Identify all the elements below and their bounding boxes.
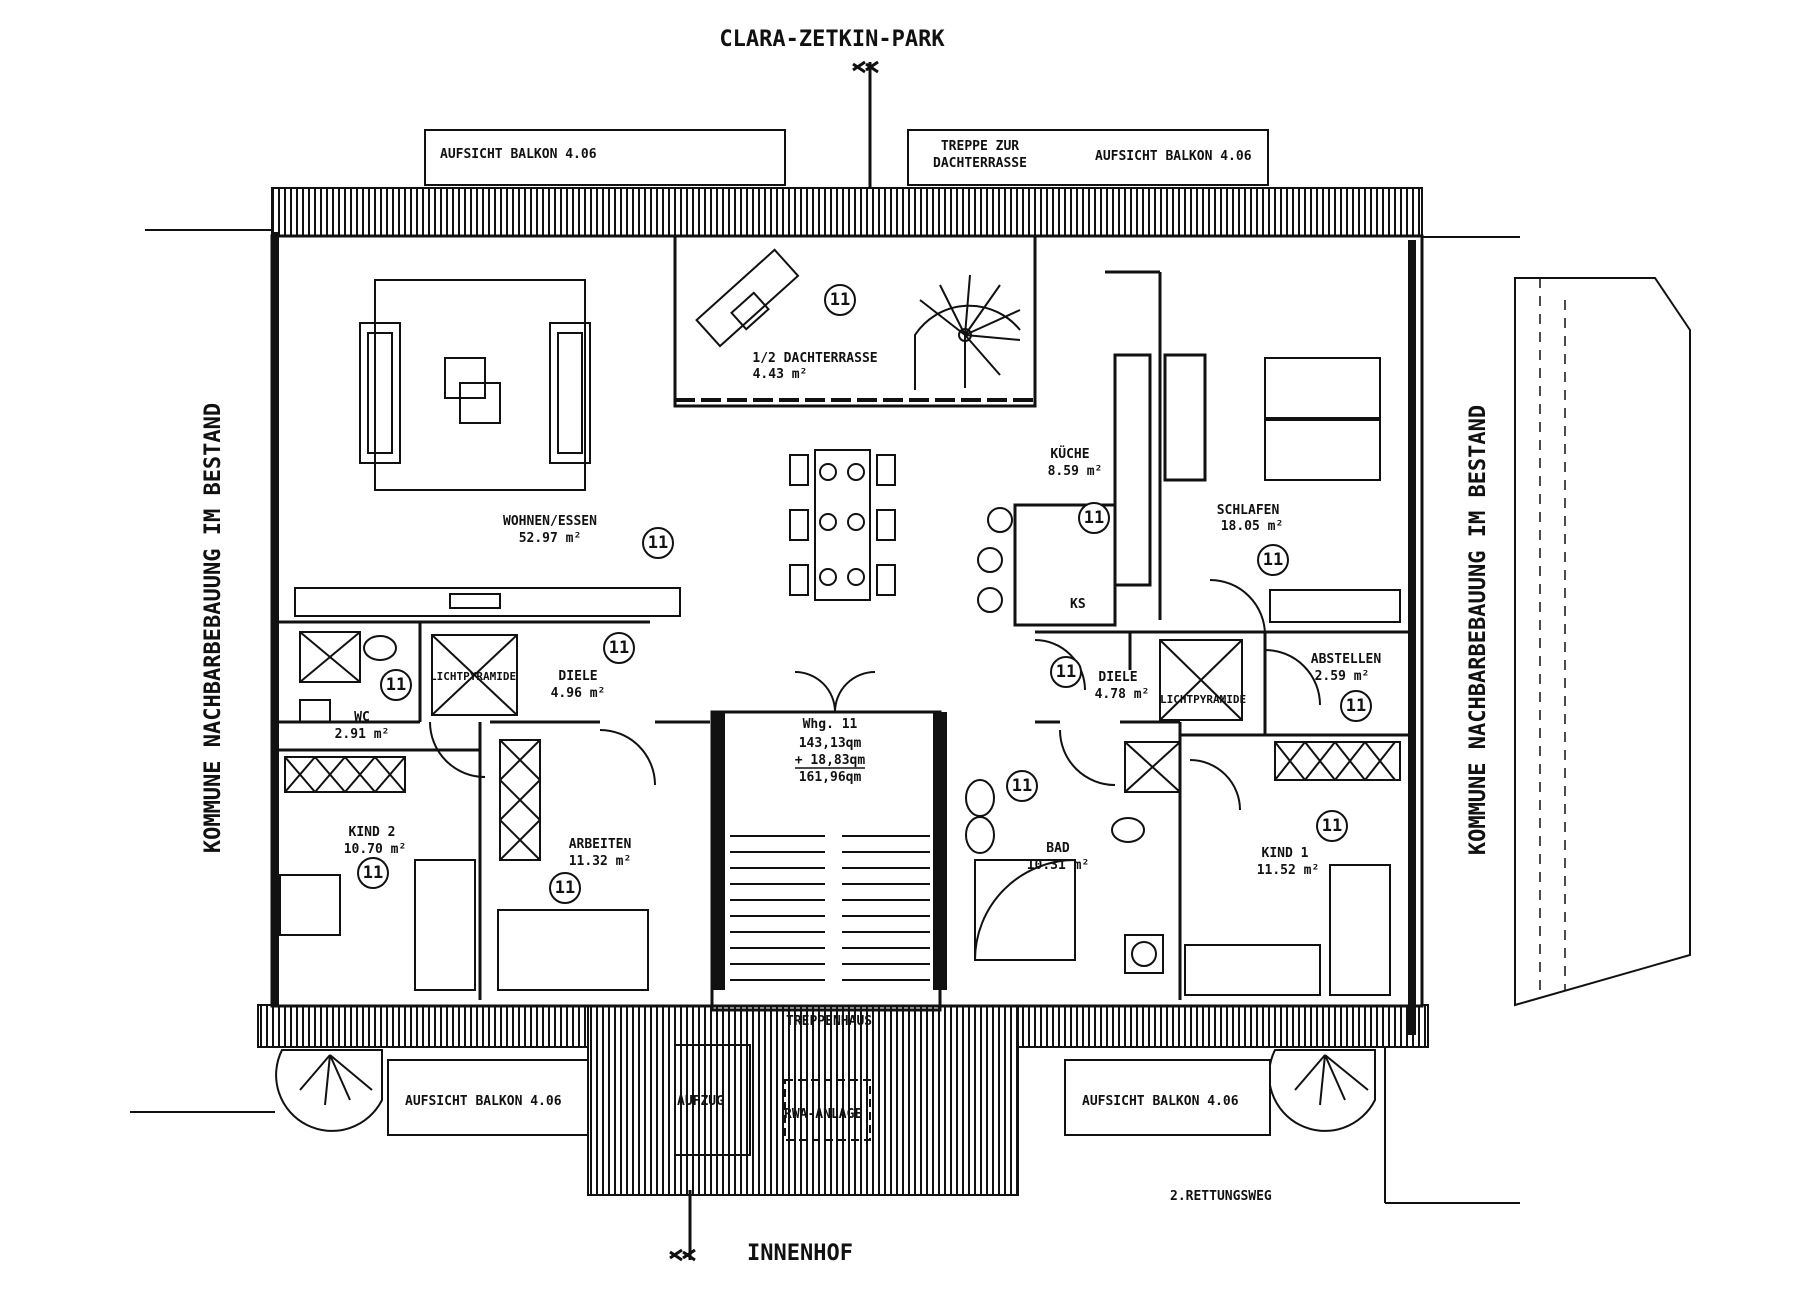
unit-area-1: 143,13qm: [799, 736, 862, 751]
unit-marker: 11: [363, 863, 383, 883]
room-name: 1/2 DACHTERRASSE: [752, 351, 877, 366]
spiral-stair-bottom-left: [275, 1049, 383, 1132]
elevator-label: AUFZUG: [677, 1094, 724, 1109]
north-label: CLARA-ZETKIN-PARK: [719, 27, 945, 52]
balcony-label: AUFSICHT BALKON 4.06: [1095, 149, 1252, 164]
neighbour-lines: [130, 229, 1520, 1204]
light-pyramid-label: LICHTPYRAMIDE: [1160, 693, 1246, 706]
balcony-top-left: AUFSICHT BALKON 4.06: [424, 129, 786, 186]
room-name: KIND 2: [349, 825, 396, 840]
balcony-label: AUFSICHT BALKON 4.06: [440, 147, 597, 162]
stair-roof-label-1: TREPPE ZUR: [941, 139, 1019, 154]
room-area: 11.52 m²: [1257, 863, 1320, 878]
room-labels: WOHNEN/ESSEN 52.97 m² 1/2 DACHTERRASSE 4…: [335, 351, 1382, 878]
interior-walls: [272, 270, 1410, 1012]
unit-name: Whg. 11: [803, 717, 858, 732]
spiral-stair-bottom-right: [1268, 1049, 1376, 1132]
unit-marker: 11: [1012, 776, 1032, 796]
room-name: BAD: [1046, 841, 1070, 856]
room-name: WC: [354, 710, 370, 725]
room-name: WOHNEN/ESSEN: [503, 514, 597, 529]
balcony-label: AUFSICHT BALKON 4.06: [405, 1094, 562, 1109]
smoke-vent-label: RWA-ANLAGE: [784, 1107, 862, 1122]
unit-area-total: 161,96qm: [799, 770, 862, 785]
sun-lounger: [695, 248, 800, 348]
room-area: 52.97 m²: [519, 531, 582, 546]
unit-info: Whg. 11 143,13qm + 18,83qm 161,96qm: [795, 717, 866, 785]
room-area: 2.91 m²: [335, 727, 390, 742]
room-area: 2.59 m²: [1315, 669, 1370, 684]
room-name: KIND 1: [1262, 846, 1309, 861]
room-name: DIELE: [558, 669, 597, 684]
light-pyramid-label: LICHTPYRAMIDE: [430, 670, 516, 683]
unit-marker: 11: [386, 675, 406, 695]
stair-roof-label-2: DACHTERRASSE: [933, 156, 1027, 171]
balcony-label: AUFSICHT BALKON 4.06: [1082, 1094, 1239, 1109]
unit-marker: 11: [555, 878, 575, 898]
unit-marker: 11: [609, 638, 629, 658]
east-label: KOMMUNE NACHBARBEBAUUNG IM BESTAND: [1466, 405, 1491, 855]
unit-marker: 11: [648, 533, 668, 553]
balcony-top-right: AUFSICHT BALKON 4.06 TREPPE ZUR DACHTERR…: [907, 129, 1269, 186]
unit-marker: 11: [830, 290, 850, 310]
unit-marker-labels: 11 11 11 11 11 11 11 11 11 11 11 11: [363, 290, 1366, 898]
room-name: ARBEITEN: [569, 837, 632, 852]
room-area: 10.31 m²: [1027, 858, 1090, 873]
fridge-label: KS: [1070, 597, 1086, 612]
unit-marker: 11: [1322, 816, 1342, 836]
roof-terrace: [673, 234, 1037, 408]
unit-area-2: + 18,83qm: [795, 753, 866, 768]
room-area: 11.32 m²: [569, 854, 632, 869]
balcony-bottom-left: AUFSICHT BALKON 4.06: [387, 1059, 589, 1136]
room-name: DIELE: [1098, 670, 1137, 685]
roof-edge: [257, 187, 1429, 1196]
room-name: SCHLAFEN: [1217, 503, 1280, 518]
spiral-stair-top: [914, 274, 1021, 390]
unit-marker: 11: [1346, 696, 1366, 716]
escape-route-label: 2.RETTUNGSWEG: [1170, 1189, 1272, 1204]
east-neighbour-outline: [1514, 277, 1691, 1007]
room-area: 4.78 m²: [1095, 687, 1150, 702]
room-name: ABSTELLEN: [1311, 652, 1382, 667]
doors: [429, 579, 1321, 811]
room-area: 10.70 m²: [344, 842, 407, 857]
room-area: 18.05 m²: [1221, 519, 1284, 534]
south-label: INNENHOF: [747, 1241, 853, 1266]
unit-markers: [357, 284, 1372, 904]
unit-marker: 11: [1263, 550, 1283, 570]
room-name: KÜCHE: [1050, 446, 1089, 462]
room-area: 4.43 m²: [753, 367, 808, 382]
stairwell-label: TREPPENHAUS: [786, 1014, 872, 1029]
unit-marker: 11: [1056, 662, 1076, 682]
room-area: 8.59 m²: [1048, 464, 1103, 479]
room-area: 4.96 m²: [551, 686, 606, 701]
west-label: KOMMUNE NACHBARBEBAUUNG IM BESTAND: [201, 403, 226, 853]
unit-marker: 11: [1084, 508, 1104, 528]
furniture: [279, 279, 1401, 1156]
section-marker-bottom: [669, 1190, 696, 1262]
balcony-bottom-right: AUFSICHT BALKON 4.06: [1064, 1059, 1271, 1136]
